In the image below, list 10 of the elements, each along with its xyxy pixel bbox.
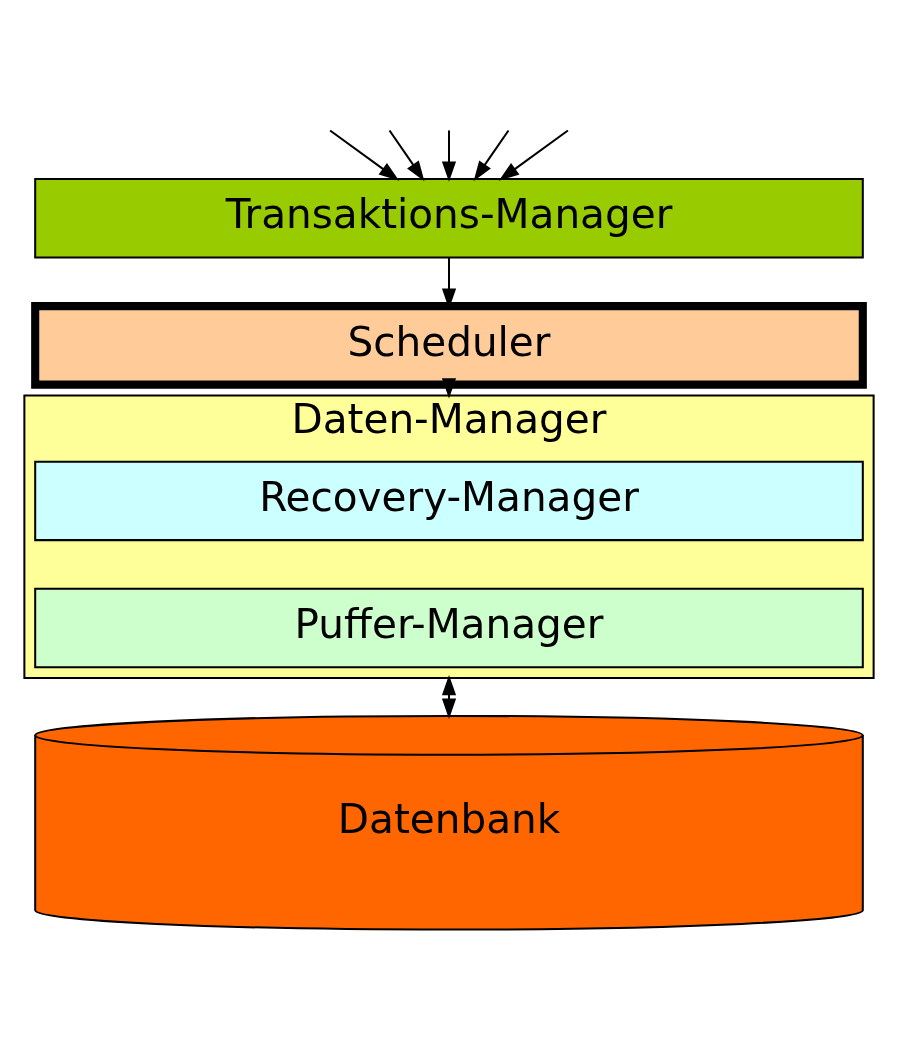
- arrow: [441, 130, 457, 182]
- node-box: Transaktions-Manager: [34, 178, 864, 259]
- arrow: [388, 129, 425, 182]
- arrow: [441, 378, 457, 399]
- node-box: Recovery-Manager: [34, 460, 864, 542]
- arrow: [441, 675, 457, 719]
- node-box: Puffer-Manager: [34, 587, 864, 669]
- arrow: [329, 129, 400, 181]
- arrow: [498, 129, 569, 181]
- arrow: [473, 129, 510, 182]
